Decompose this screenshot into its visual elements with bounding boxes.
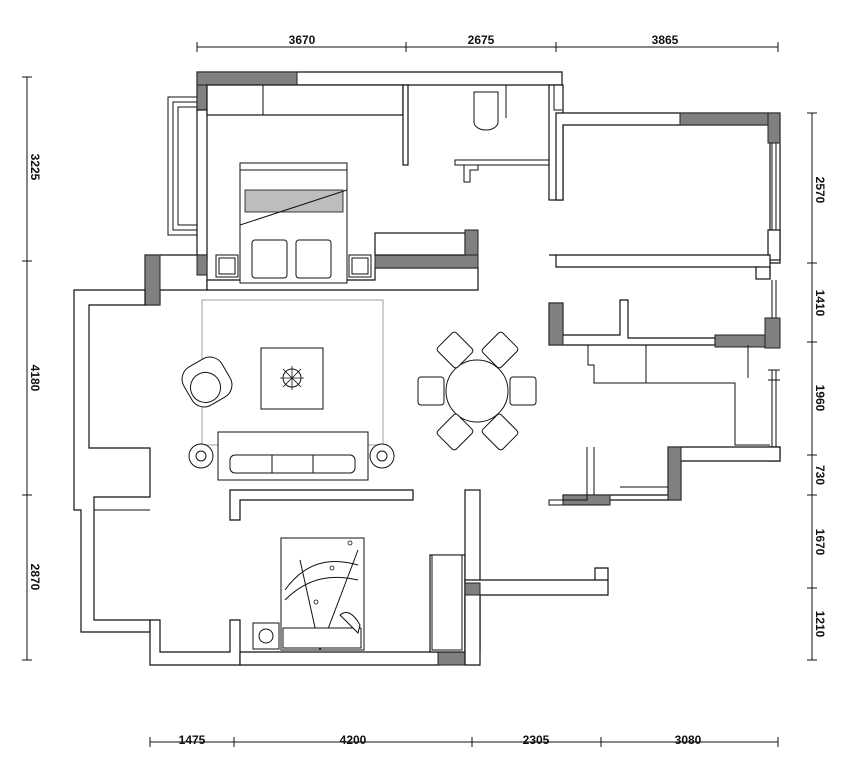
dim-top-1: 3670 bbox=[289, 33, 316, 47]
toilet-icon bbox=[473, 91, 499, 131]
dimension-bottom: 1475 4200 2305 3080 bbox=[149, 733, 779, 747]
dim-right-5: 1670 bbox=[813, 529, 827, 556]
dim-right-6: 1210 bbox=[813, 611, 827, 638]
dim-top-2: 2675 bbox=[468, 33, 495, 47]
dimension-left: 3225 4180 2870 bbox=[22, 76, 42, 661]
wardrobe bbox=[431, 554, 463, 651]
guest-bed bbox=[252, 537, 365, 651]
master-bed bbox=[215, 162, 372, 284]
dim-left-2: 4180 bbox=[28, 365, 42, 392]
dim-bottom-1: 1475 bbox=[179, 733, 206, 747]
sofa bbox=[188, 431, 395, 481]
dim-left-1: 3225 bbox=[28, 154, 42, 181]
dimension-right: 2570 1410 1960 730 1670 1210 bbox=[807, 112, 827, 661]
dim-bottom-3: 2305 bbox=[523, 733, 550, 747]
dining-table bbox=[417, 331, 537, 451]
dim-right-2: 1410 bbox=[813, 290, 827, 317]
coffee-table bbox=[260, 347, 324, 410]
dim-left-3: 2870 bbox=[28, 564, 42, 591]
walls bbox=[73, 71, 781, 666]
dimension-top: 3670 2675 3865 bbox=[196, 33, 779, 52]
dim-bottom-4: 3080 bbox=[675, 733, 702, 747]
dim-bottom-2: 4200 bbox=[340, 733, 367, 747]
dim-right-4: 730 bbox=[813, 465, 827, 485]
dim-right-3: 1960 bbox=[813, 385, 827, 412]
armchair bbox=[181, 356, 233, 408]
dim-top-3: 3865 bbox=[652, 33, 679, 47]
dim-right-1: 2570 bbox=[813, 177, 827, 204]
